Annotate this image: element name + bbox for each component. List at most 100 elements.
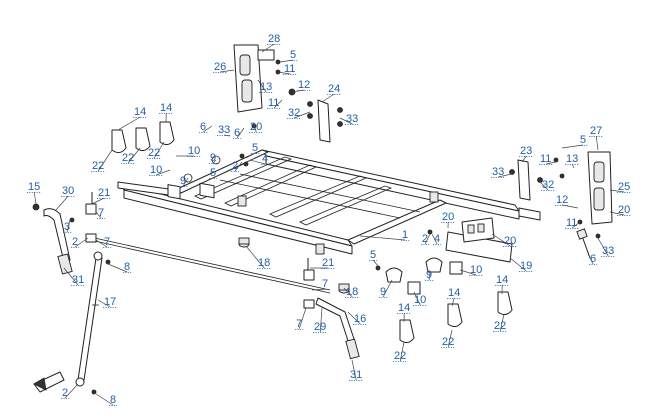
callout-number[interactable]: 7 [104, 236, 110, 248]
callout-number[interactable]: 18 [346, 286, 358, 298]
callout-number[interactable]: 2 [62, 387, 68, 399]
callout-7[interactable]: 7 [295, 307, 307, 330]
callout-33[interactable]: 33 [597, 237, 616, 257]
callout-19[interactable]: 19 [509, 257, 534, 272]
callout-number[interactable]: 20 [504, 235, 516, 247]
callout-number[interactable]: 33 [218, 124, 230, 136]
callout-number[interactable]: 11 [566, 217, 577, 229]
callout-3[interactable]: 3 [63, 219, 72, 233]
callout-11[interactable]: 11 [277, 63, 298, 75]
callout-24[interactable]: 24 [321, 83, 342, 103]
callout-22[interactable]: 22 [393, 341, 408, 362]
callout-number[interactable]: 18 [258, 257, 270, 269]
callout-number[interactable]: 14 [398, 302, 410, 314]
callout-6[interactable]: 6 [587, 253, 598, 265]
callout-2[interactable]: 2 [421, 233, 431, 245]
callout-number[interactable]: 8 [110, 394, 116, 406]
callout-7[interactable]: 7 [95, 236, 112, 248]
callout-number[interactable]: 7 [98, 207, 104, 219]
callout-33[interactable]: 33 [217, 124, 232, 137]
callout-number[interactable]: 8 [124, 261, 130, 273]
callout-13[interactable]: 13 [257, 79, 274, 93]
callout-number[interactable]: 17 [104, 296, 116, 308]
callout-9[interactable]: 9 [425, 269, 434, 281]
callout-number[interactable]: 14 [496, 274, 508, 286]
callout-5[interactable]: 5 [245, 142, 260, 159]
callout-21[interactable]: 21 [91, 187, 112, 205]
callout-number[interactable]: 10 [414, 294, 426, 306]
callout-33[interactable]: 33 [491, 166, 513, 178]
callout-number[interactable]: 33 [346, 113, 358, 125]
callout-number[interactable]: 32 [288, 107, 300, 119]
callout-number[interactable]: 5 [290, 49, 296, 61]
callout-number[interactable]: 10 [150, 164, 162, 176]
callout-number[interactable]: 22 [92, 160, 104, 172]
callout-12[interactable]: 12 [291, 79, 312, 93]
callout-5[interactable]: 5 [279, 49, 298, 63]
callout-number[interactable]: 11 [284, 63, 295, 75]
callout-18[interactable]: 18 [245, 245, 272, 269]
callout-7[interactable]: 7 [311, 278, 330, 291]
callout-10[interactable]: 10 [413, 291, 428, 306]
callout-20[interactable]: 20 [249, 121, 264, 133]
callout-21[interactable]: 21 [310, 257, 336, 269]
callout-4[interactable]: 4 [431, 233, 442, 245]
callout-number[interactable]: 7 [322, 278, 328, 290]
callout-number[interactable]: 9 [426, 269, 432, 281]
callout-number[interactable]: 16 [354, 313, 366, 325]
callout-22[interactable]: 22 [441, 329, 456, 348]
callout-9[interactable]: 9 [179, 175, 189, 187]
callout-11[interactable]: 11 [267, 97, 283, 109]
callout-29[interactable]: 29 [313, 307, 328, 333]
callout-9[interactable]: 9 [209, 152, 218, 164]
callout-number[interactable]: 6 [590, 253, 596, 265]
callout-18[interactable]: 18 [343, 286, 360, 298]
callout-number[interactable]: 11 [540, 153, 551, 165]
callout-10[interactable]: 10 [149, 164, 171, 176]
callout-number[interactable]: 2 [72, 236, 78, 248]
callout-number[interactable]: 23 [520, 145, 532, 157]
callout-2[interactable]: 2 [231, 160, 243, 172]
callout-33[interactable]: 33 [339, 113, 360, 125]
callout-number[interactable]: 20 [250, 121, 262, 133]
callout-13[interactable]: 13 [565, 153, 580, 169]
callout-27[interactable]: 27 [589, 125, 604, 151]
callout-20[interactable]: 20 [491, 233, 518, 247]
callout-number[interactable]: 5 [370, 249, 376, 261]
callout-number[interactable]: 6 [234, 127, 240, 139]
callout-22[interactable]: 22 [91, 149, 113, 172]
callout-22[interactable]: 22 [121, 147, 141, 164]
callout-14[interactable]: 14 [159, 102, 174, 123]
callout-number[interactable]: 13 [566, 153, 578, 165]
callout-number[interactable]: 10 [188, 145, 200, 157]
callout-32[interactable]: 32 [539, 179, 556, 191]
callout-number[interactable]: 4 [262, 153, 268, 165]
callout-number[interactable]: 5 [580, 134, 586, 146]
callout-17[interactable]: 17 [97, 296, 118, 308]
callout-number[interactable]: 6 [200, 121, 206, 133]
callout-2[interactable]: 2 [71, 236, 89, 248]
callout-number[interactable]: 12 [556, 194, 568, 206]
callout-22[interactable]: 22 [147, 141, 165, 159]
callout-number[interactable]: 22 [148, 147, 160, 159]
callout-8[interactable]: 8 [107, 261, 132, 273]
callout-number[interactable]: 22 [394, 350, 406, 362]
callout-number[interactable]: 31 [72, 274, 84, 286]
callout-10[interactable]: 10 [459, 264, 484, 276]
callout-number[interactable]: 20 [442, 211, 454, 223]
callout-number[interactable]: 22 [494, 320, 506, 332]
callout-number[interactable]: 5 [210, 167, 216, 179]
callout-number[interactable]: 33 [602, 245, 614, 257]
callout-32[interactable]: 32 [287, 107, 311, 119]
callout-number[interactable]: 24 [328, 83, 340, 95]
callout-2[interactable]: 2 [61, 383, 79, 399]
callout-14[interactable]: 14 [447, 287, 462, 307]
callout-number[interactable]: 1 [402, 229, 408, 241]
callout-number[interactable]: 11 [268, 97, 279, 109]
callout-number[interactable]: 28 [268, 33, 280, 45]
callout-number[interactable]: 21 [322, 257, 334, 269]
callout-number[interactable]: 3 [64, 221, 70, 233]
callout-1[interactable]: 1 [359, 229, 410, 241]
callout-number[interactable]: 4 [434, 233, 440, 245]
callout-number[interactable]: 29 [314, 321, 326, 333]
